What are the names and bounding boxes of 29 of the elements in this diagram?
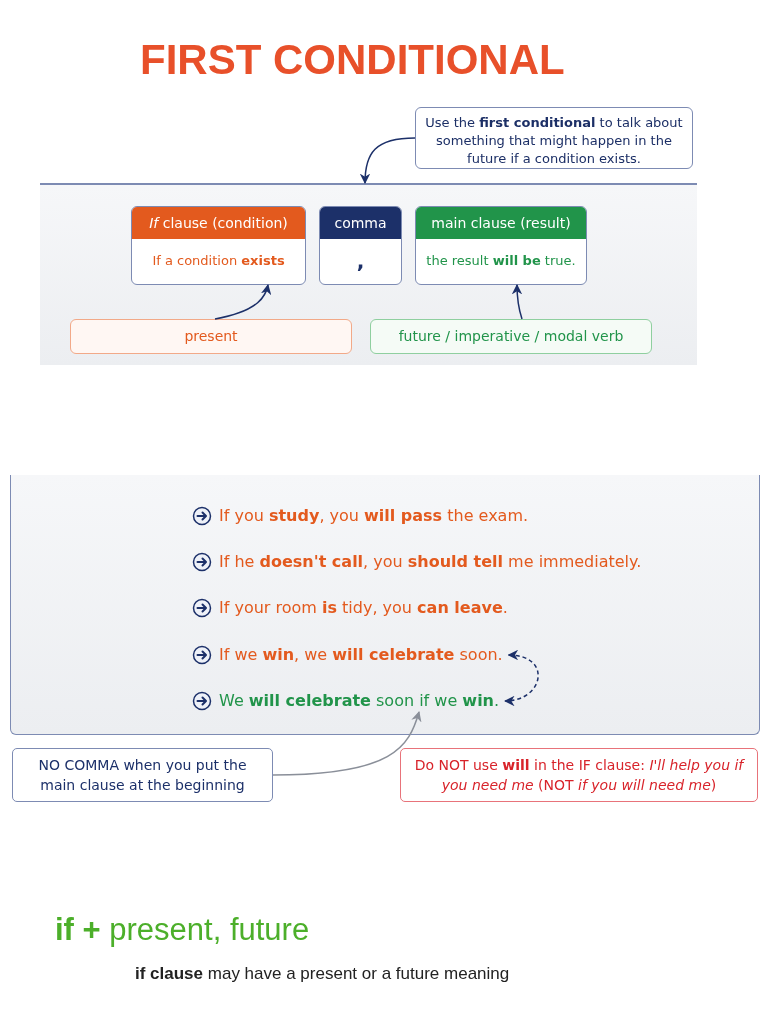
arrow xyxy=(214,284,271,320)
clause-card xyxy=(319,206,402,285)
rule-note: if clause may have a present or a future meaning xyxy=(135,964,510,984)
example-sentence: If your room is tidy, you can leave. xyxy=(219,597,508,619)
verb-form-tag: future / imperative / modal verb xyxy=(370,319,652,354)
arrow xyxy=(360,137,416,185)
clause-heading: If clause (condition) xyxy=(132,207,305,239)
clause-example: , xyxy=(355,248,366,275)
clause-heading: comma xyxy=(320,207,401,239)
rule-heading: if + present, future xyxy=(55,912,310,948)
note-box: Do NOT use will in the IF clause: I'll help you if you need me (NOT if you will need me) xyxy=(400,748,758,802)
clause-card xyxy=(131,206,306,285)
title: FIRST CONDITIONAL xyxy=(140,36,565,84)
callout-note: Use the first conditional to talk about something that might happen in the future if a condition exists. xyxy=(415,107,693,169)
arrow xyxy=(504,650,539,706)
clause-heading: main clause (result) xyxy=(416,207,586,239)
clause-example: the result will be true. xyxy=(425,252,577,270)
example-sentence: If you study, you will pass the exam. xyxy=(219,505,529,527)
note-box: NO COMMA when you put the main clause at the beginning xyxy=(12,748,273,802)
panel-background xyxy=(10,475,760,735)
example-sentence: If we win, we will celebrate soon. xyxy=(219,644,503,666)
verb-form-tag: present xyxy=(70,319,352,354)
clause-card xyxy=(415,206,587,285)
example-sentence: We will celebrate soon if we win. xyxy=(219,690,500,712)
panel-background xyxy=(40,183,697,365)
clause-example: If a condition exists xyxy=(151,252,286,270)
arrow xyxy=(272,711,422,776)
example-sentence: If he doesn't call, you should tell me immediately. xyxy=(219,551,642,573)
arrow xyxy=(511,283,523,320)
